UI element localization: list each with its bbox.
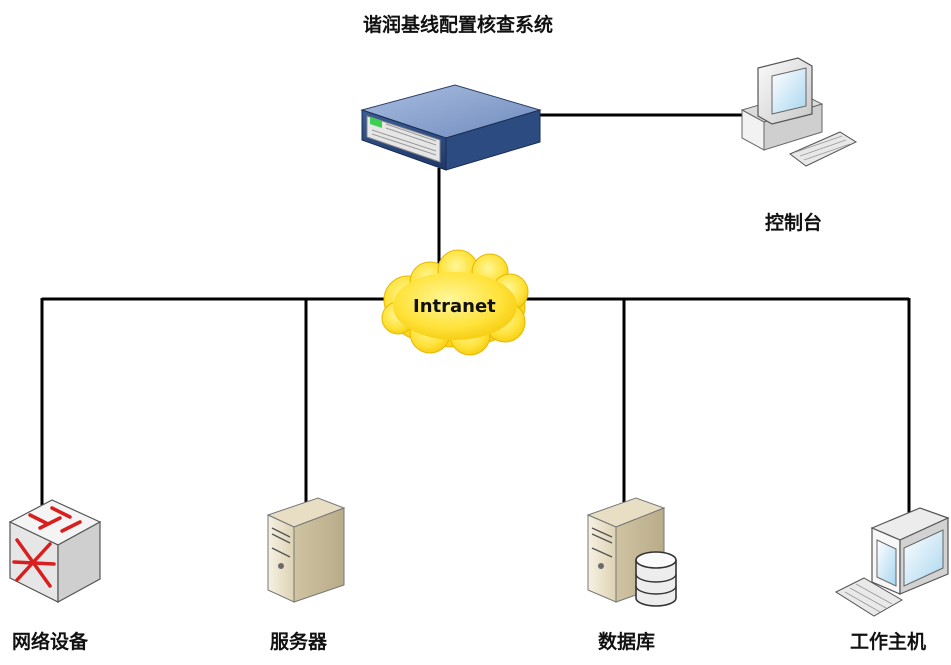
workstation-icon <box>834 507 950 617</box>
database-label: 数据库 <box>598 631 656 653</box>
server-tower-icon <box>266 497 346 603</box>
cloud-icon <box>381 249 529 356</box>
network-device-label: 网络设备 <box>12 631 89 653</box>
console-label: 控制台 <box>765 212 823 234</box>
network-switch-icon <box>8 499 102 604</box>
workstation-label: 工作主机 <box>850 631 927 653</box>
rack-appliance-icon <box>360 84 542 171</box>
server-label: 服务器 <box>270 631 328 653</box>
intranet-label: Intranet <box>413 296 496 317</box>
diagram-title: 谐润基线配置核查系统 <box>362 14 553 36</box>
database-server-icon <box>586 497 677 607</box>
database-cylinder-icon <box>635 551 677 607</box>
desktop-computer-icon <box>740 57 858 167</box>
